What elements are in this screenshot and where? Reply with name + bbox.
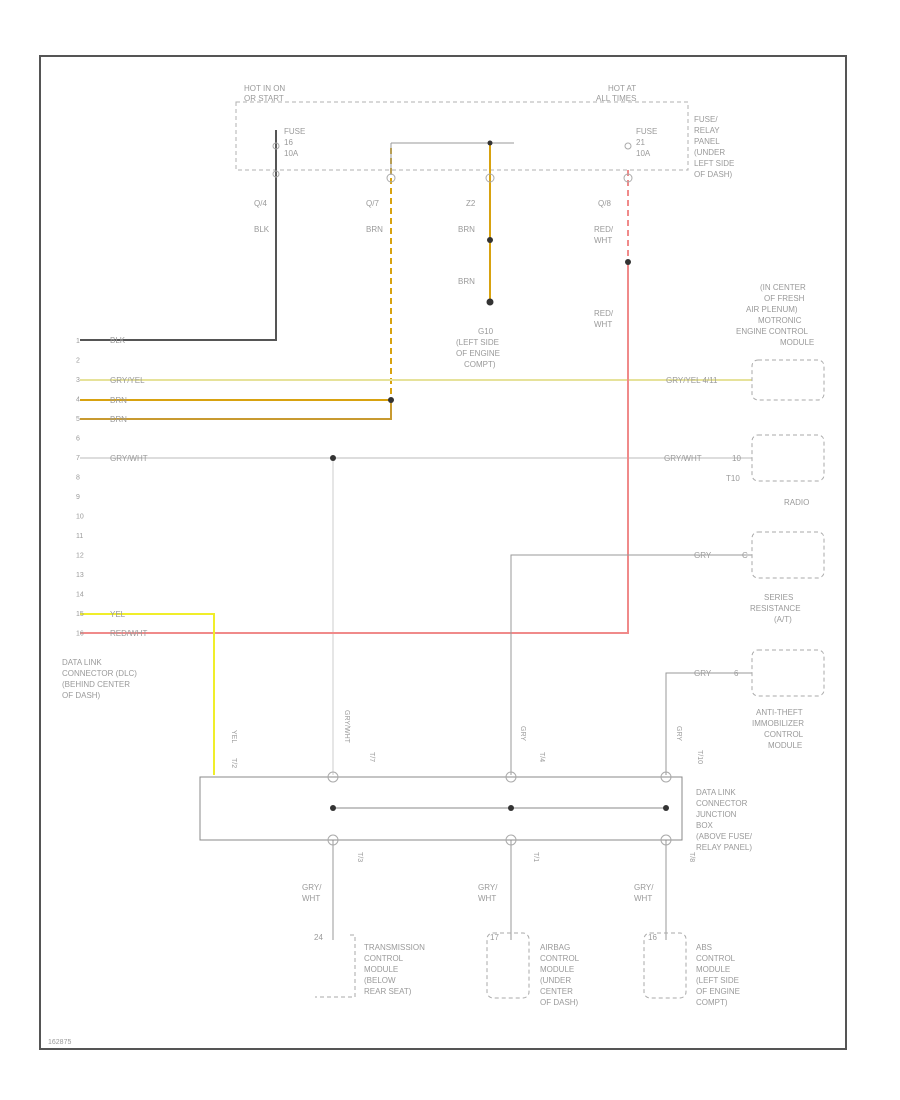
dlc-pin5-wire: BRN (110, 415, 127, 424)
dlc-pin-16: 16 (76, 631, 84, 638)
dlc-pin-12: 12 (76, 553, 84, 560)
abs-label: ABS CONTROL MODULE (LEFT SIDE OF ENGINE … (696, 943, 742, 1007)
ground-g10-label: G10 (LEFT SIDE OF ENGINE COMPT) (456, 327, 502, 369)
term-q7: Q/7 (366, 199, 379, 208)
v-t4: T/4 (538, 752, 545, 762)
dlc-pin16-wire: RED/WHT (110, 629, 147, 638)
term-q8: Q/8 (598, 199, 611, 208)
dlc-pin3-wire: GRY/YEL (110, 376, 145, 385)
dlc-pin-14: 14 (76, 592, 84, 599)
airbag-label: AIRBAG CONTROL MODULE (UNDER CENTER OF D… (540, 943, 581, 1007)
antitheft-pin: 6 (734, 669, 739, 678)
series-resistance-label: SERIES RESISTANCE (A/T) (750, 593, 803, 624)
junction-label: DATA LINK CONNECTOR JUNCTION BOX (ABOVE … (696, 788, 754, 852)
b-pin-3: 16 (648, 933, 657, 942)
dlc-pin-4: 4 (76, 397, 80, 404)
ecm-label: (IN CENTER OF FRESH AIR PLENUM) MOTRONIC… (736, 283, 814, 347)
radio-pin-1: 10 (732, 454, 741, 463)
b-wire-3: GRY/WHT (634, 883, 654, 903)
dlc-pin-3: 3 (76, 377, 80, 384)
v-gry-2: GRY (675, 726, 682, 741)
radio-pin-2: T10 (726, 474, 740, 483)
fuse-panel-box (235, 101, 689, 171)
series-pin: C (742, 551, 748, 560)
wire-brn-pin5 (80, 400, 392, 420)
radio-wire-label: GRY/WHT (664, 454, 702, 463)
hot-in-on: HOT IN ON (244, 84, 285, 93)
v-gry-wht: GRY/WHT (343, 710, 350, 744)
v-t10: T/10 (696, 750, 703, 764)
hot-at-all: HOT AT (608, 84, 636, 93)
dlc-pin-5: 5 (76, 416, 80, 423)
wire-red-wht-label-2: RED/WHT (594, 309, 614, 329)
dlc-pin1-wire: BLK (110, 336, 126, 345)
dlc-pin-9: 9 (76, 494, 80, 501)
dlc-pin-13: 13 (76, 572, 84, 579)
wire-brn-label-1: BRN (366, 225, 383, 234)
dlc-pin-2: 2 (76, 358, 80, 365)
b-pin-1: 24 (314, 933, 323, 942)
dlc-pin-10: 10 (76, 514, 84, 521)
antitheft-wire-label: GRY (694, 669, 712, 678)
b-wire-2: GRY/WHT (478, 883, 498, 903)
dlc-pin-8: 8 (76, 475, 80, 482)
wire-brn-label-3: BRN (458, 277, 475, 286)
radio-label: RADIO (784, 498, 809, 507)
splice-points (330, 140, 669, 811)
b-wire-1: GRY/WHT (302, 883, 322, 903)
junction-box (199, 776, 683, 841)
wire-red-wht-label-1: RED/WHT (594, 225, 614, 245)
b-t1: T/1 (532, 852, 539, 862)
tcm-label: TRANSMISSION CONTROL MODULE (BELOW REAR … (364, 943, 427, 996)
dlc-pin-6: 6 (76, 436, 80, 443)
b-pin-2: 17 (490, 933, 499, 942)
diagram-frame (39, 55, 847, 1050)
term-q4: Q/4 (254, 199, 267, 208)
dlc-label: DATA LINK CONNECTOR (DLC) (BEHIND CENTER… (62, 658, 139, 700)
v-t2: T/2 (230, 758, 237, 768)
v-yel: YEL (230, 730, 237, 743)
wire-blk-label: BLK (254, 225, 270, 234)
wire-gry-antitheft (665, 672, 752, 775)
wire-gry-series (510, 554, 752, 775)
dlc-pin15-wire: YEL (110, 610, 126, 619)
ecm-wire-label: GRY/YEL 4/11 (666, 376, 718, 385)
wire-brn-label-2: BRN (458, 225, 475, 234)
fuse-panel-label: FUSE/ RELAY PANEL (UNDER LEFT SIDE OF DA… (694, 115, 737, 179)
wire-yel (80, 613, 215, 775)
dlc-pin7-wire: GRY/WHT (110, 454, 148, 463)
terminals (272, 142, 672, 846)
dlc-pin-11: 11 (76, 533, 83, 540)
dlc-pin-7: 7 (76, 455, 80, 462)
v-t7: T/7 (368, 752, 375, 762)
wire-red-wht (80, 262, 629, 634)
dlc-pin-15: 15 (76, 611, 84, 618)
component-boxes (315, 359, 825, 999)
v-gry-1: GRY (519, 726, 526, 741)
dlc-pin4-wire: BRN (110, 396, 127, 405)
series-wire-label: GRY (694, 551, 712, 560)
term-z2: Z2 (466, 199, 476, 208)
dlc-pin-1: 1 (76, 338, 80, 345)
antitheft-label: ANTI-THEFT IMMOBILIZER CONTROL MODULE (752, 708, 806, 750)
b-t8: T/8 (688, 852, 695, 862)
wire-blk (80, 130, 277, 341)
figure-id: 162875 (48, 1039, 71, 1046)
b-t3: T/3 (356, 852, 363, 862)
